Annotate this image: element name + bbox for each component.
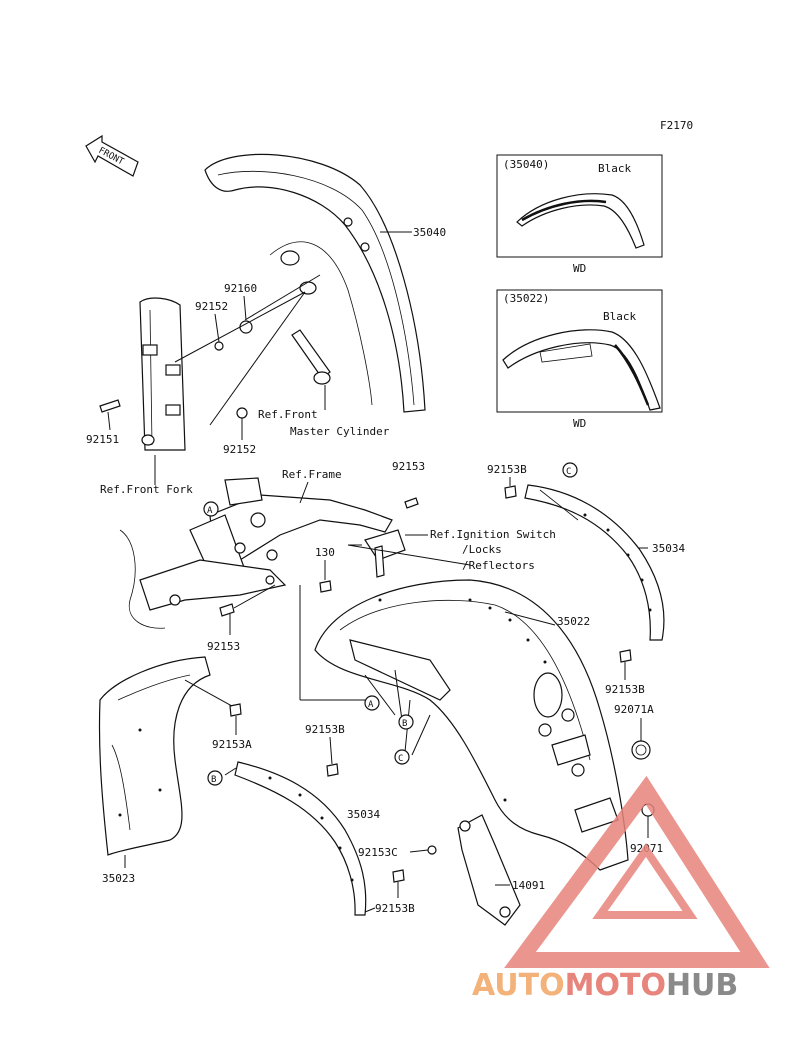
nut-92153c: [427, 845, 437, 855]
washer-92160: [239, 320, 253, 334]
label-reflectors: /Reflectors: [462, 559, 535, 572]
label-35023: 35023: [102, 872, 135, 885]
bolt-92153-top: [404, 497, 419, 509]
watermark-text: AUTOMOTOHUB: [472, 968, 738, 1003]
label-92153-top: 92153: [392, 460, 425, 473]
label-92153b-mid: 92153B: [305, 723, 345, 736]
inset-variant-35040: WD: [573, 262, 586, 275]
svg-text:A: A: [207, 506, 213, 516]
grommet-130: [319, 580, 332, 593]
front-fork-tube: [139, 297, 186, 485]
label-35034-right: 35034: [652, 542, 685, 555]
figure-code: F2170: [660, 119, 693, 132]
label-92153b-bottom: 92153B: [375, 902, 415, 915]
label-35034-mid: 35034: [347, 808, 380, 821]
callout-a-fender: A: [364, 695, 380, 711]
callout-c-stay: C: [562, 462, 578, 478]
label-92152-top: 92152: [195, 300, 228, 313]
label-ref-front-fork: Ref.Front Fork: [100, 483, 193, 496]
rear-fender-35022: [314, 579, 629, 871]
svg-text:C: C: [566, 467, 571, 477]
bolt-92153a: [229, 703, 242, 717]
fender-stay-35034-right: [524, 484, 665, 641]
callout-c-fender: C: [394, 749, 410, 765]
front-fender-35040: [204, 153, 426, 413]
reflector-92071a: [631, 740, 651, 760]
nut-92153b-right: [619, 649, 632, 663]
inset-code-35022: (35022): [503, 292, 549, 305]
watermark-logo: [504, 775, 770, 968]
label-92151: 92151: [86, 433, 119, 446]
label-35022: 35022: [557, 615, 590, 628]
fender-stay-35034-mid: [234, 761, 367, 916]
label-ref-front: Ref.Front: [258, 408, 318, 421]
label-92152-bottom: 92152: [223, 443, 256, 456]
label-ref-ignition: Ref.Ignition Switch: [430, 528, 556, 541]
side-cover-35023: [98, 656, 211, 856]
inset-variant-35022: WD: [573, 417, 586, 430]
svg-text:B: B: [211, 775, 216, 785]
inset-code-35040: (35040): [503, 158, 549, 171]
bolt-92151: [99, 399, 121, 431]
nut-92153b-mid: [326, 763, 339, 777]
bolt-92153-left: [219, 603, 235, 617]
washer-92152-bottom: [236, 407, 248, 419]
label-92153c: 92153C: [358, 846, 398, 859]
label-35040: 35040: [413, 226, 446, 239]
svg-text:C: C: [398, 754, 403, 764]
label-master-cylinder: Master Cylinder: [290, 425, 390, 438]
inset-box-35022: (35022) Black WD: [496, 289, 663, 430]
callout-a-frame: A: [203, 501, 219, 517]
label-92160: 92160: [224, 282, 257, 295]
label-ref-frame: Ref.Frame: [282, 468, 342, 481]
inset-box-35040: (35040) Black WD: [496, 154, 663, 275]
inset-color-35040: Black: [598, 162, 631, 175]
label-92153-left: 92153: [207, 640, 240, 653]
svg-text:B: B: [402, 719, 407, 729]
frame: [119, 477, 393, 629]
label-14091: 14091: [512, 879, 545, 892]
front-arrow-icon: FRONT: [85, 134, 139, 177]
label-92153b-top: 92153B: [487, 463, 527, 476]
label-92153b-right: 92153B: [605, 683, 645, 696]
cover-14091: [457, 814, 521, 926]
label-92071a: 92071A: [614, 703, 654, 716]
label-130: 130: [315, 546, 335, 559]
label-92153a: 92153A: [212, 738, 252, 751]
label-locks: /Locks: [462, 543, 502, 556]
inset-color-35022: Black: [603, 310, 636, 323]
washer-92152-top: [214, 341, 224, 351]
nut-92153b-bottom: [392, 869, 405, 883]
svg-text:A: A: [368, 700, 374, 710]
nut-92153b-top: [504, 485, 517, 499]
callout-b-fender: B: [398, 714, 414, 730]
brake-hose-bracket: [291, 329, 331, 385]
callout-b-stay: B: [207, 770, 223, 786]
